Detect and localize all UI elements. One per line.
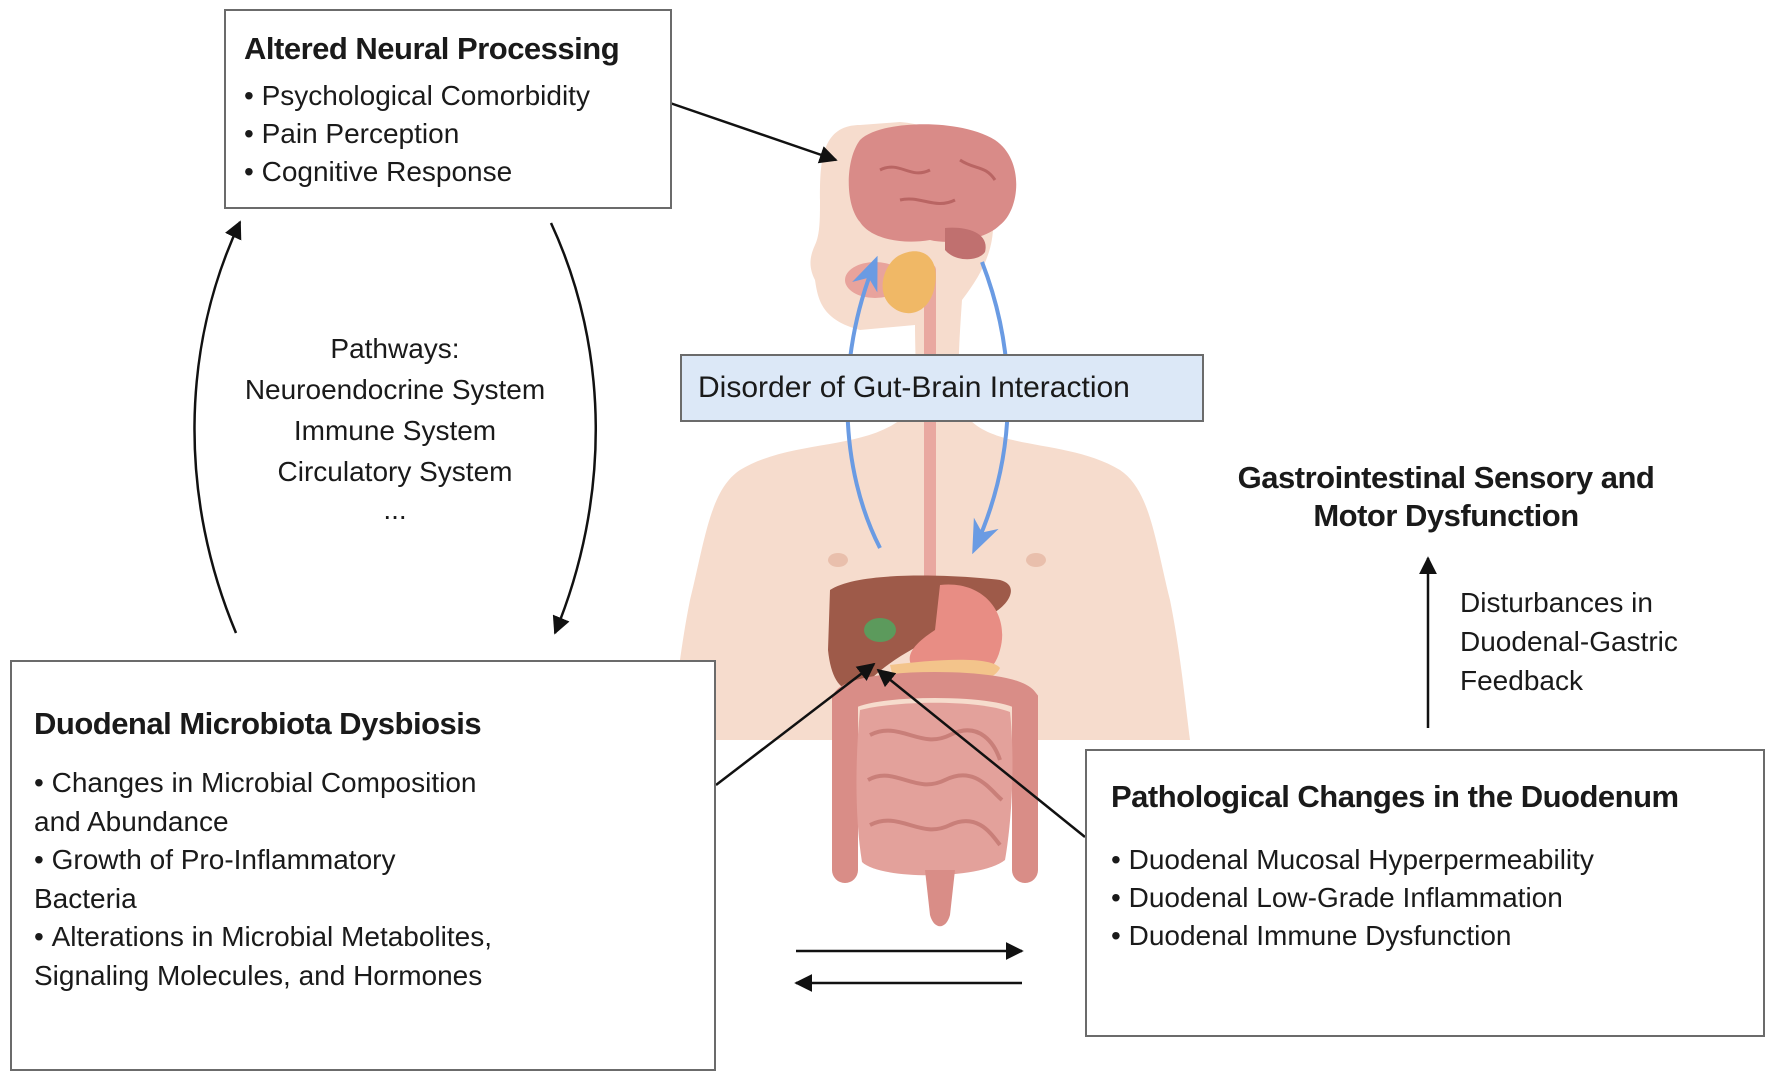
gallbladder [864, 618, 896, 642]
duodenum-item: Duodenal Low-Grade Inflammation [1111, 879, 1763, 917]
pathological-changes-duodenum-box: Pathological Changes in the Duodenum Duo… [1085, 749, 1765, 1037]
left-nipple [828, 553, 848, 567]
neural-to-dysbiosis-arrow [549, 222, 597, 635]
feedback-disturbance-label: Disturbances in Duodenal-Gastric Feedbac… [1460, 583, 1678, 700]
neural-item: Pain Perception [244, 115, 670, 153]
dysbiosis-item: Changes in Microbial Composition and Abu… [34, 764, 504, 841]
dysbiosis-to-neural-arrow [193, 220, 242, 634]
altered-neural-processing-box: Altered Neural Processing Psychological … [224, 9, 672, 209]
duodenum-item: Duodenal Mucosal Hyperpermeability [1111, 841, 1763, 879]
salivary-gland [882, 251, 936, 314]
gut-brain-interaction-label: Disorder of Gut-Brain Interaction [680, 354, 1204, 422]
dysbiosis-title: Duodenal Microbiota Dysbiosis [34, 706, 482, 741]
feedback-line: Feedback [1460, 665, 1583, 696]
pathway-item: Circulatory System [277, 456, 513, 487]
neural-item: Cognitive Response [244, 153, 670, 191]
neural-items-list: Psychological Comorbidity Pain Perceptio… [244, 77, 670, 191]
pathway-item: Immune System [293, 415, 497, 446]
duodenum-item: Duodenal Immune Dysfunction [1111, 917, 1763, 955]
neural-item: Psychological Comorbidity [244, 77, 670, 115]
duodenal-microbiota-dysbiosis-box: Duodenal Microbiota Dysbiosis Changes in… [10, 660, 716, 1071]
pathway-item: Neuroendocrine System [244, 374, 546, 405]
gi-dysfunction-label: Gastrointestinal Sensory and Motor Dysfu… [1186, 459, 1706, 535]
stomach [909, 584, 1003, 684]
dysbiosis-items-list: Changes in Microbial Composition and Abu… [34, 764, 504, 995]
large-intestine [832, 672, 1038, 883]
pathways-label: Pathways: Neuroendocrine System Immune S… [210, 328, 580, 528]
duodenum-title: Pathological Changes in the Duodenum [1111, 779, 1679, 814]
duodenum-items-list: Duodenal Mucosal Hyperpermeability Duode… [1111, 841, 1763, 955]
brain [848, 124, 1017, 242]
cerebellum [945, 227, 986, 260]
dysbiosis-item: Alterations in Microbial Metabolites, Si… [34, 918, 504, 995]
dysbiosis-item: Growth of Pro-Inflammatory Bacteria [34, 841, 504, 918]
neural-to-brain-arrow [669, 101, 838, 164]
rectum [925, 870, 955, 927]
right-nipple [1026, 553, 1046, 567]
feedback-line: Disturbances in [1460, 587, 1653, 618]
dysbiosis-to-gut-arrow [715, 662, 876, 786]
pathways-ellipsis: ... [383, 494, 407, 525]
duodenum-to-gut-arrow [876, 668, 1086, 838]
gi-dysfunction-line: Motor Dysfunction [1313, 498, 1579, 533]
pathways-heading: Pathways: [330, 333, 460, 364]
feedback-line: Duodenal-Gastric [1460, 626, 1678, 657]
gi-dysfunction-line: Gastrointestinal Sensory and [1237, 460, 1655, 495]
altered-neural-processing-title: Altered Neural Processing [244, 31, 620, 66]
